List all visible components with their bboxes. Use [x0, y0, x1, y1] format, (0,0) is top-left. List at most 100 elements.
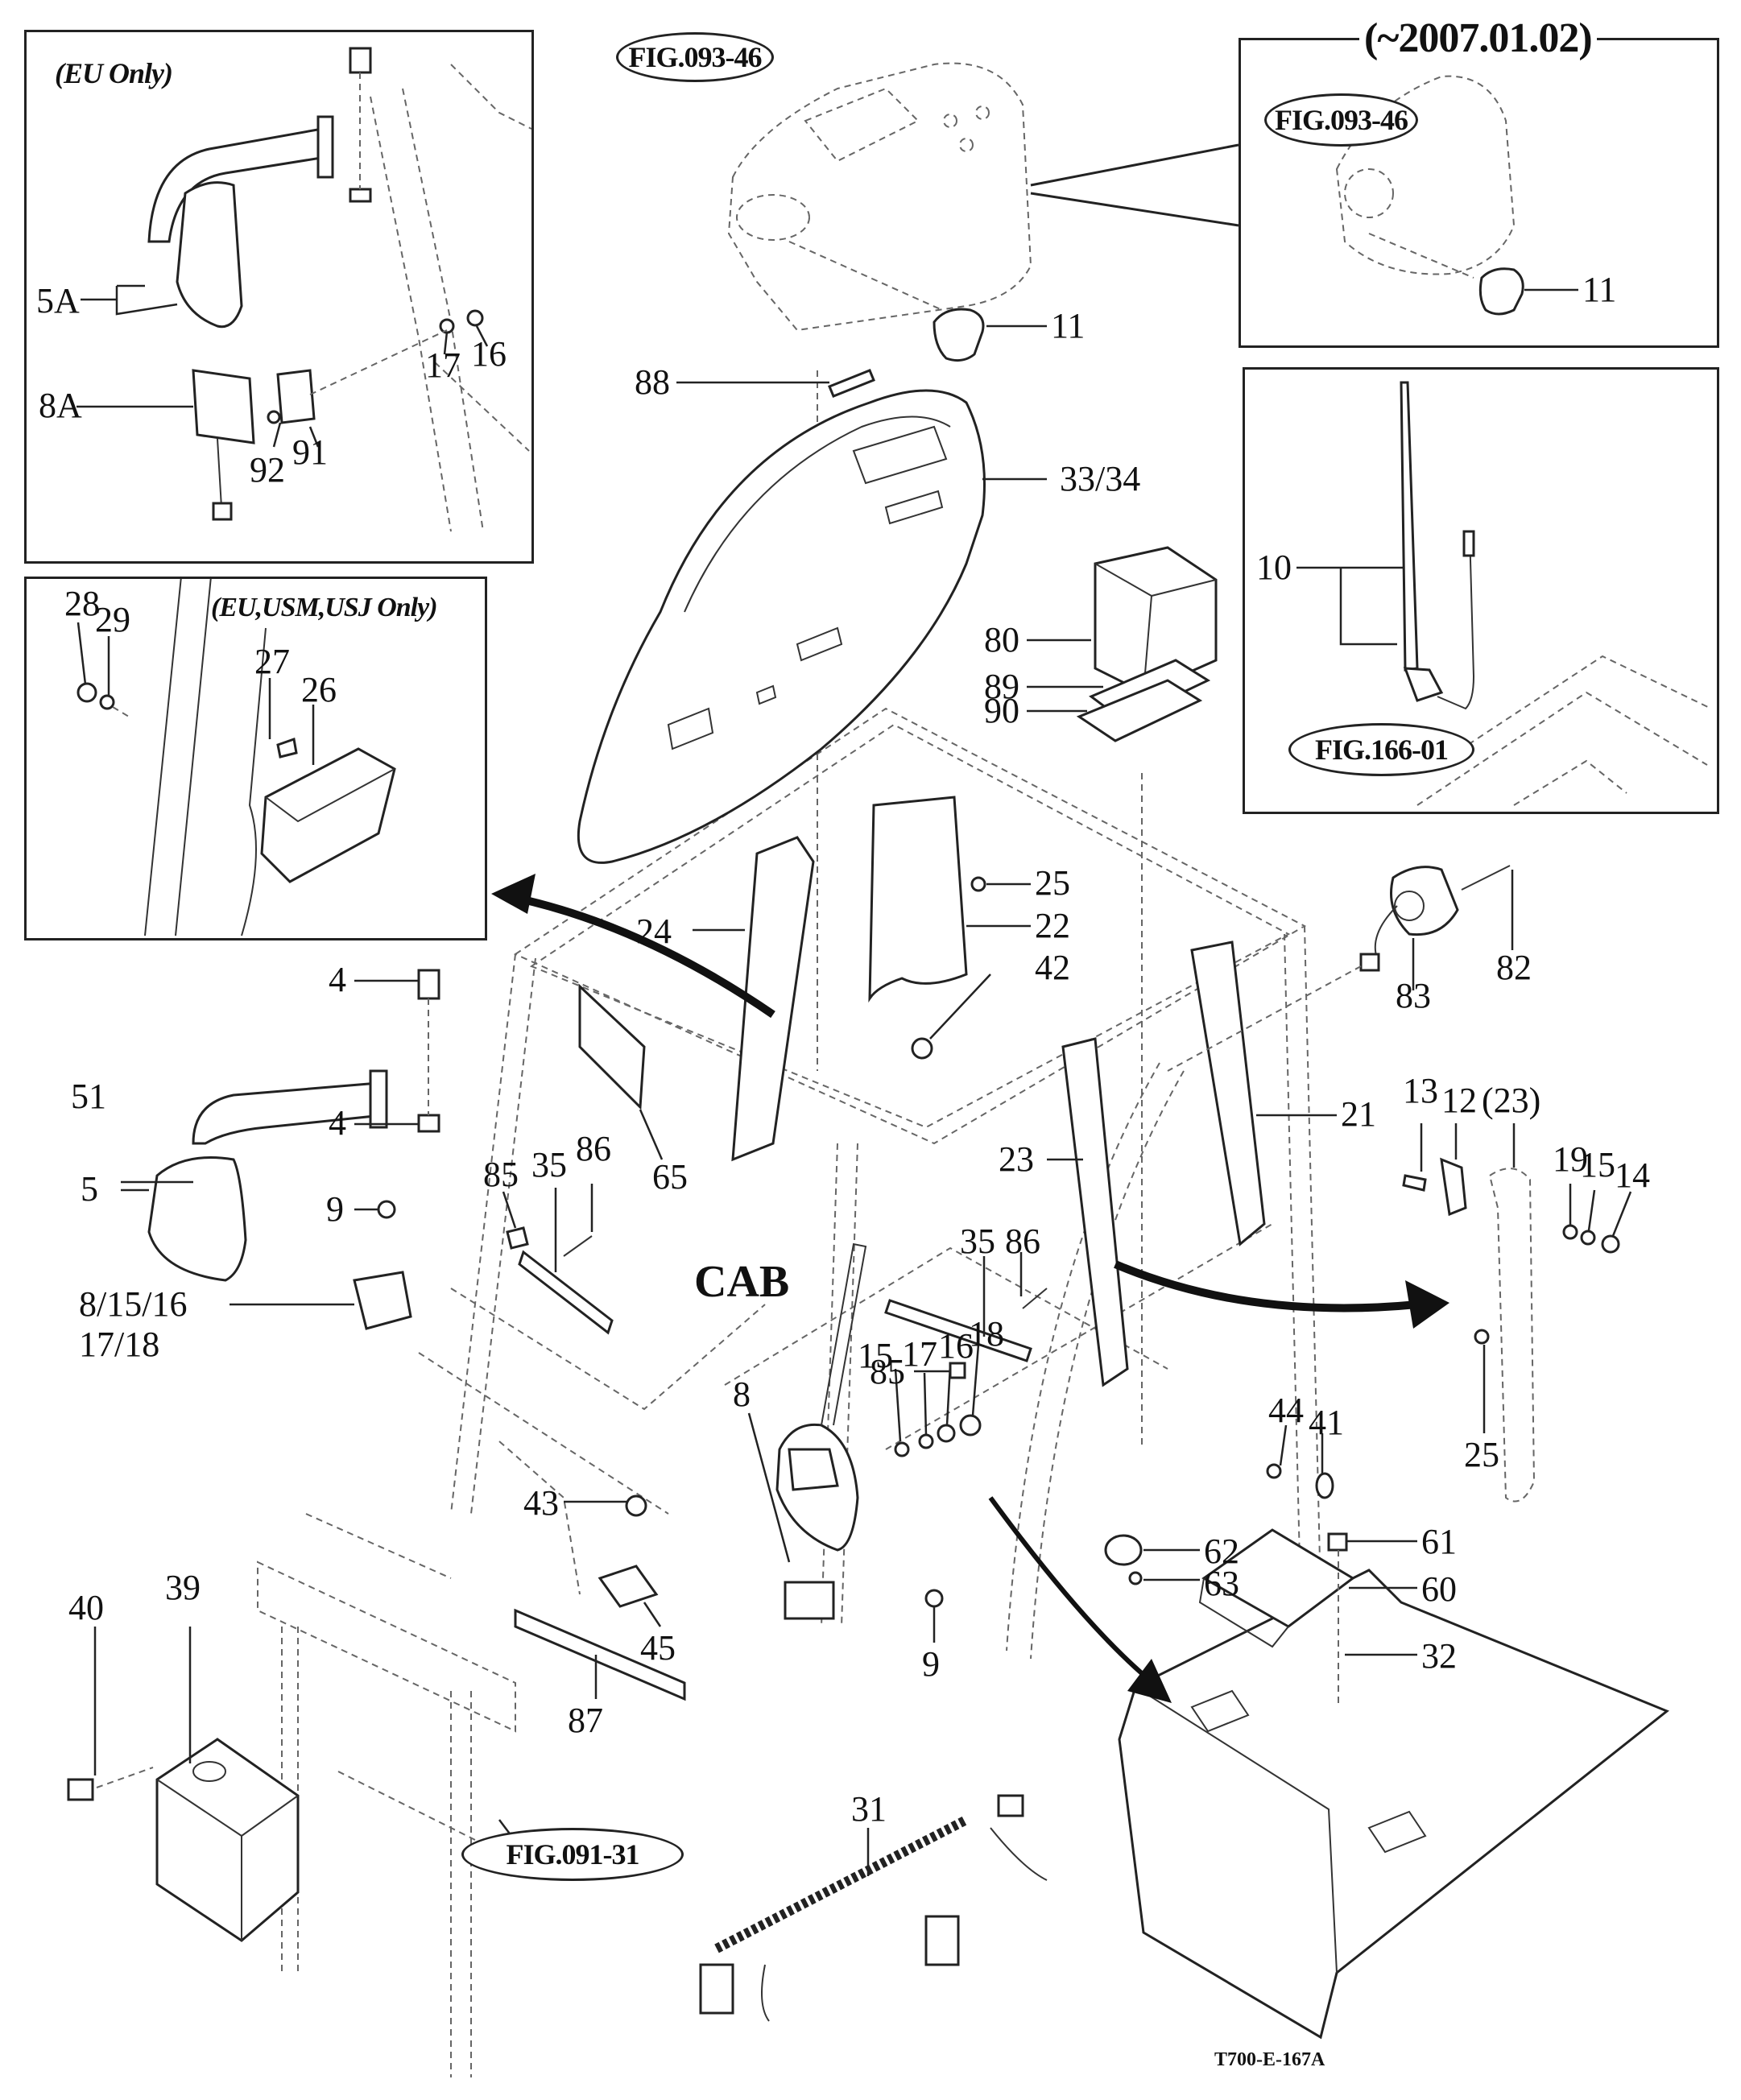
callout-17-18: 17/18 [79, 1325, 160, 1364]
part-11-knob-variant [1478, 267, 1524, 316]
callout-14: 14 [1615, 1155, 1650, 1195]
callout-90: 90 [984, 691, 1019, 730]
callout-4-lower: 4 [329, 1103, 346, 1143]
callout-29: 29 [95, 600, 130, 639]
callout-13: 13 [1403, 1071, 1438, 1110]
inset-title-eu-only: (EU Only) [55, 57, 173, 89]
callout-88: 88 [635, 362, 670, 402]
callout-18: 18 [969, 1314, 1004, 1354]
callout-21: 21 [1341, 1094, 1376, 1134]
part-87-bar [514, 1608, 686, 1701]
callout-65: 65 [652, 1157, 688, 1197]
part-12-clip [1440, 1157, 1467, 1217]
eu-only-inset-drawing [77, 47, 532, 532]
part-8a-lamp [192, 369, 255, 444]
part-23-detail [1488, 1168, 1536, 1503]
callout-45: 45 [640, 1628, 676, 1668]
arrow-to-floor-plate [988, 1496, 1145, 1677]
callout-80: 80 [984, 620, 1019, 659]
console-housing [727, 62, 1032, 332]
callout-11: 11 [1051, 306, 1086, 345]
callout-35-left: 35 [531, 1145, 567, 1184]
callout-25-upper: 25 [1035, 863, 1070, 903]
callout-26: 26 [301, 670, 337, 709]
part-45-block [598, 1565, 659, 1608]
callout-4-upper: 4 [329, 960, 346, 999]
part-5-mirror [147, 1156, 247, 1282]
inset-antenna [1243, 367, 1719, 814]
callout-15-right: 15 [1580, 1145, 1615, 1184]
callout-19: 19 [1553, 1139, 1588, 1179]
callout-86-left: 86 [576, 1129, 611, 1168]
fig-ref-093-46[interactable]: FIG.093-46 [616, 32, 774, 82]
fig-ref-093-46-variant[interactable]: FIG.093-46 [1264, 93, 1418, 147]
part-85-plate-left [506, 1226, 529, 1250]
part-62-clamp [1104, 1534, 1143, 1566]
part-65-mirror [578, 983, 646, 1110]
callout-41: 41 [1309, 1403, 1344, 1442]
fig-ref-091-31[interactable]: FIG.091-31 [461, 1828, 684, 1881]
callout-17: 17 [425, 345, 461, 385]
inset-eu-usm-usj-only [24, 577, 487, 940]
inset-title-eu-usm-usj: (EU,USM,USJ Only) [211, 593, 438, 622]
part-22-pillar-cover [868, 796, 968, 1003]
callout-8: 8 [733, 1375, 751, 1414]
callout-17: 17 [902, 1334, 937, 1374]
callout-24: 24 [636, 912, 672, 951]
part-90-mat [1076, 679, 1203, 742]
callout-85-left: 85 [483, 1155, 519, 1194]
callout-92: 92 [250, 450, 285, 490]
part-8-lamp [788, 1448, 839, 1491]
cab-label: CAB [694, 1257, 790, 1307]
part-5a-mirror [176, 181, 243, 329]
part-8-work-lamp [353, 1271, 412, 1330]
part-40-bolt [67, 1778, 94, 1801]
callout-23-paren: (23) [1482, 1081, 1541, 1120]
callout-11-variant: 11 [1582, 270, 1617, 309]
callout-22: 22 [1035, 906, 1070, 945]
inset-title-date-variant: (~2007.01.02) [1359, 14, 1597, 62]
callout-12: 12 [1441, 1081, 1477, 1120]
antenna-inset-drawing [1296, 381, 1712, 806]
part-60-bracket [1201, 1528, 1355, 1628]
part-23-pillar-trim [1061, 1037, 1129, 1387]
part-88-label-plate [828, 369, 875, 398]
callout-35-right: 35 [960, 1222, 995, 1261]
callout-31: 31 [851, 1789, 887, 1829]
part-11-knob [933, 308, 985, 362]
eu-usm-usj-inset-drawing [77, 576, 396, 936]
part-4-bolt-lower [417, 1114, 440, 1133]
part-51-mirror-stay [192, 1081, 384, 1145]
part-4-bolt-upper [417, 969, 440, 1000]
callout-62: 62 [1204, 1532, 1239, 1571]
part-83-horn [1390, 866, 1459, 936]
part-26-tray [260, 747, 396, 883]
inset-date-variant [1239, 38, 1719, 348]
callout-91: 91 [292, 432, 328, 472]
date-variant-inset-drawing [1335, 75, 1578, 316]
callout-33-34: 33/34 [1060, 459, 1141, 498]
part-24-pillar-trim [731, 836, 815, 1162]
inset-eu-only [24, 30, 534, 564]
callout-27: 27 [254, 642, 290, 681]
callout-15: 15 [858, 1336, 893, 1375]
part-32-floor-plate [1118, 1569, 1669, 2040]
arrow-to-eu-usm-usj-detail [514, 894, 775, 1019]
callout-8a: 8A [39, 386, 82, 425]
fig-ref-166-01[interactable]: FIG.166-01 [1288, 723, 1474, 776]
callout-43: 43 [523, 1483, 559, 1523]
callout-83: 83 [1396, 976, 1431, 1015]
callout-61: 61 [1421, 1522, 1457, 1561]
callout-23: 23 [999, 1139, 1034, 1179]
callout-28: 28 [64, 584, 100, 623]
part-31-harness [714, 1815, 969, 1953]
callout-10: 10 [1256, 548, 1292, 587]
callout-86-right: 86 [1005, 1222, 1040, 1261]
callout-42: 42 [1035, 948, 1070, 987]
callout-5: 5 [81, 1169, 98, 1209]
callout-87: 87 [568, 1701, 603, 1740]
callout-63: 63 [1204, 1564, 1239, 1603]
callout-44: 44 [1268, 1391, 1304, 1430]
part-61-bolt [1327, 1532, 1348, 1552]
callout-51: 51 [71, 1077, 106, 1116]
